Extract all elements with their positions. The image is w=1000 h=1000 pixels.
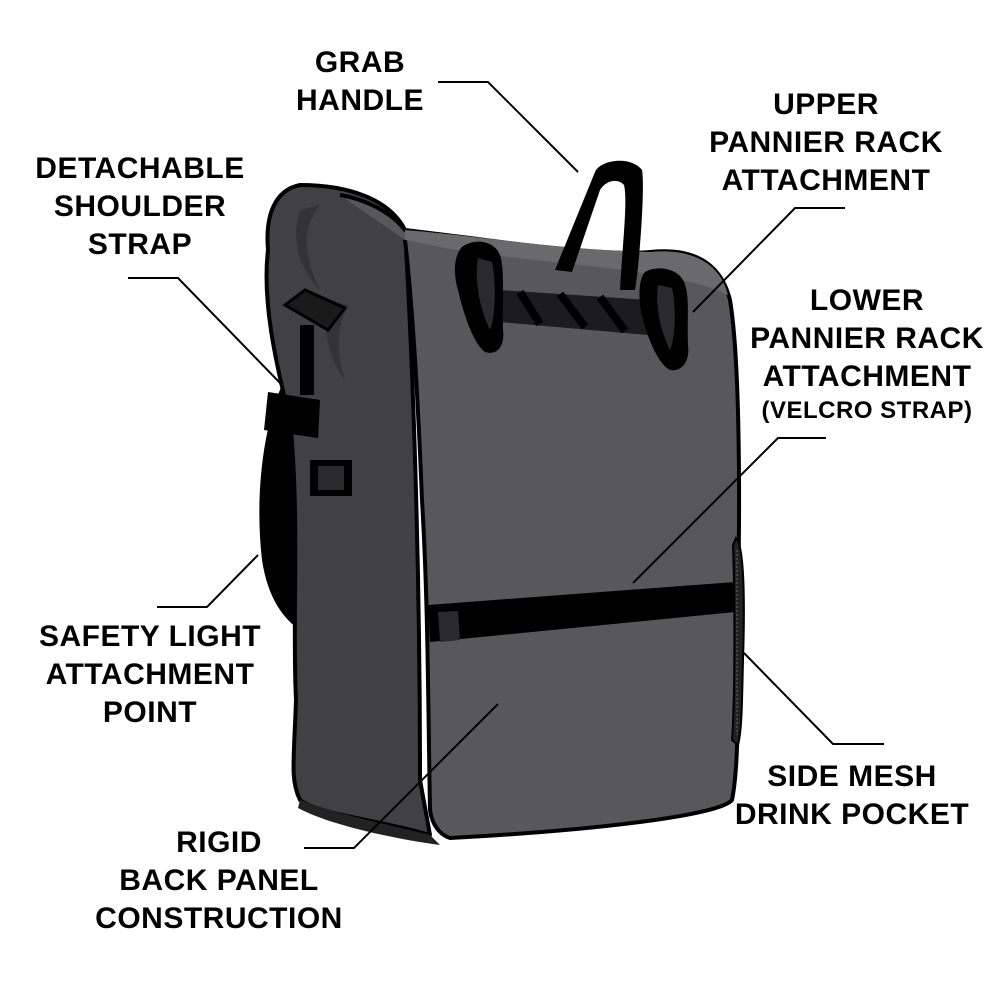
lower-velcro-strap bbox=[428, 582, 735, 642]
grab-handle bbox=[555, 160, 643, 290]
upper-rack-hook-right bbox=[639, 268, 689, 371]
leader-line-safety-light bbox=[157, 554, 259, 608]
upper-rack-hook-left bbox=[454, 241, 504, 353]
label-rigid-back-panel-construction: RIGID BACK PANEL CONSTRUCTION bbox=[95, 826, 343, 935]
shoulder-strap-clip bbox=[264, 288, 348, 438]
leader-line-mesh-pocket bbox=[743, 652, 884, 745]
leader-line-grab-handle bbox=[438, 81, 579, 173]
label-lower-pannier-rack-attachment: LOWER PANNIER RACK ATTACHMENT (VELCRO ST… bbox=[750, 284, 984, 424]
label-grab-handle: GRAB HANDLE bbox=[296, 46, 424, 117]
label-side-mesh-drink-pocket: SIDE MESH DRINK POCKET bbox=[734, 760, 970, 831]
label-upper-pannier-rack-attachment: UPPER PANNIER RACK ATTACHMENT bbox=[709, 88, 943, 197]
leader-line-upper-rack bbox=[692, 207, 845, 313]
side-mesh-pocket bbox=[730, 536, 745, 747]
leader-line-shoulder-strap bbox=[128, 277, 283, 386]
leader-line-back-panel bbox=[304, 703, 499, 849]
label-detachable-shoulder-strap: DETACHABLE SHOULDER STRAP bbox=[35, 152, 245, 261]
leader-lines bbox=[128, 81, 884, 849]
label-safety-light-attachment-point: SAFETY LIGHT ATTACHMENT POINT bbox=[38, 620, 262, 729]
leader-line-lower-rack bbox=[632, 437, 826, 584]
